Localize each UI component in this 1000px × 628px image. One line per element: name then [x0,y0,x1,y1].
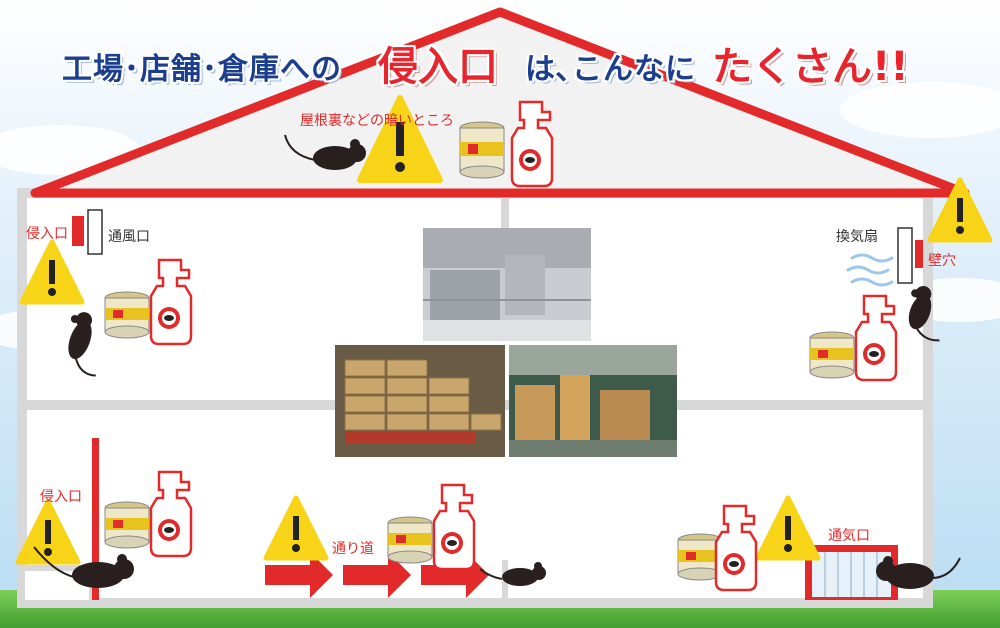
wind-icon [846,253,894,287]
spray-bottle-icon [149,258,193,346]
wall-hole-marker [915,240,923,268]
warning-icon [19,239,85,305]
product-set-left-lower [104,470,193,558]
rat-icon [284,134,366,170]
label-passage: 通り道 [332,541,374,557]
spray-bottle-icon [854,294,898,382]
photo-bags [335,345,505,457]
vent-left [87,209,103,255]
label-wall-hole: 壁穴 [928,253,956,269]
label-fan: 換気扇 [836,229,878,245]
photo-warehouse [509,345,677,457]
product-set-roof [459,100,554,188]
rat-icon [479,562,546,586]
warning-icon [357,95,443,183]
product-set-right-upper [809,294,898,382]
label-vent: 通風口 [108,229,150,245]
roof [30,7,970,198]
tape-roll-icon [104,501,150,549]
photo-kitchen [423,228,591,341]
rat-icon [33,546,134,588]
entry-bar-bottom-left [92,438,99,600]
tape-roll-icon [677,533,723,581]
rat-icon [908,286,940,342]
rat-icon [68,312,96,377]
title-highlight-entry: 侵入口 [378,44,498,90]
product-set-left-upper [104,258,193,346]
title-part2: は､こんなに [525,52,696,87]
label-entry-bottom-left: 侵入口 [40,489,82,505]
warning-icon [927,177,993,243]
spray-bottle-icon [149,470,193,558]
tape-roll-icon [104,291,150,339]
fan-box [897,227,913,284]
spray-bottle-icon [432,483,476,571]
label-entry-top-left: 侵入口 [26,226,68,242]
warning-icon [755,495,821,561]
spray-bottle-icon [714,504,758,592]
warning-icon [263,495,329,561]
rat-icon [876,556,961,589]
product-set-middle [387,483,476,571]
tape-roll-icon [459,121,505,179]
entry-marker-top-left [72,216,84,246]
title-part1: 工場･店舗･倉庫への [62,52,342,87]
label-roof: 屋根裏などの暗いところ [300,113,454,129]
product-set-right-lower [677,504,758,592]
label-air-vent: 通気口 [828,528,870,544]
tape-roll-icon [809,331,855,379]
title: 工場･店舗･倉庫への 侵入口 は､こんなに たくさん!! [0,28,1000,98]
title-highlight-many: たくさん!! [712,44,909,90]
spray-bottle-icon [510,100,554,188]
tape-roll-icon [387,516,433,564]
